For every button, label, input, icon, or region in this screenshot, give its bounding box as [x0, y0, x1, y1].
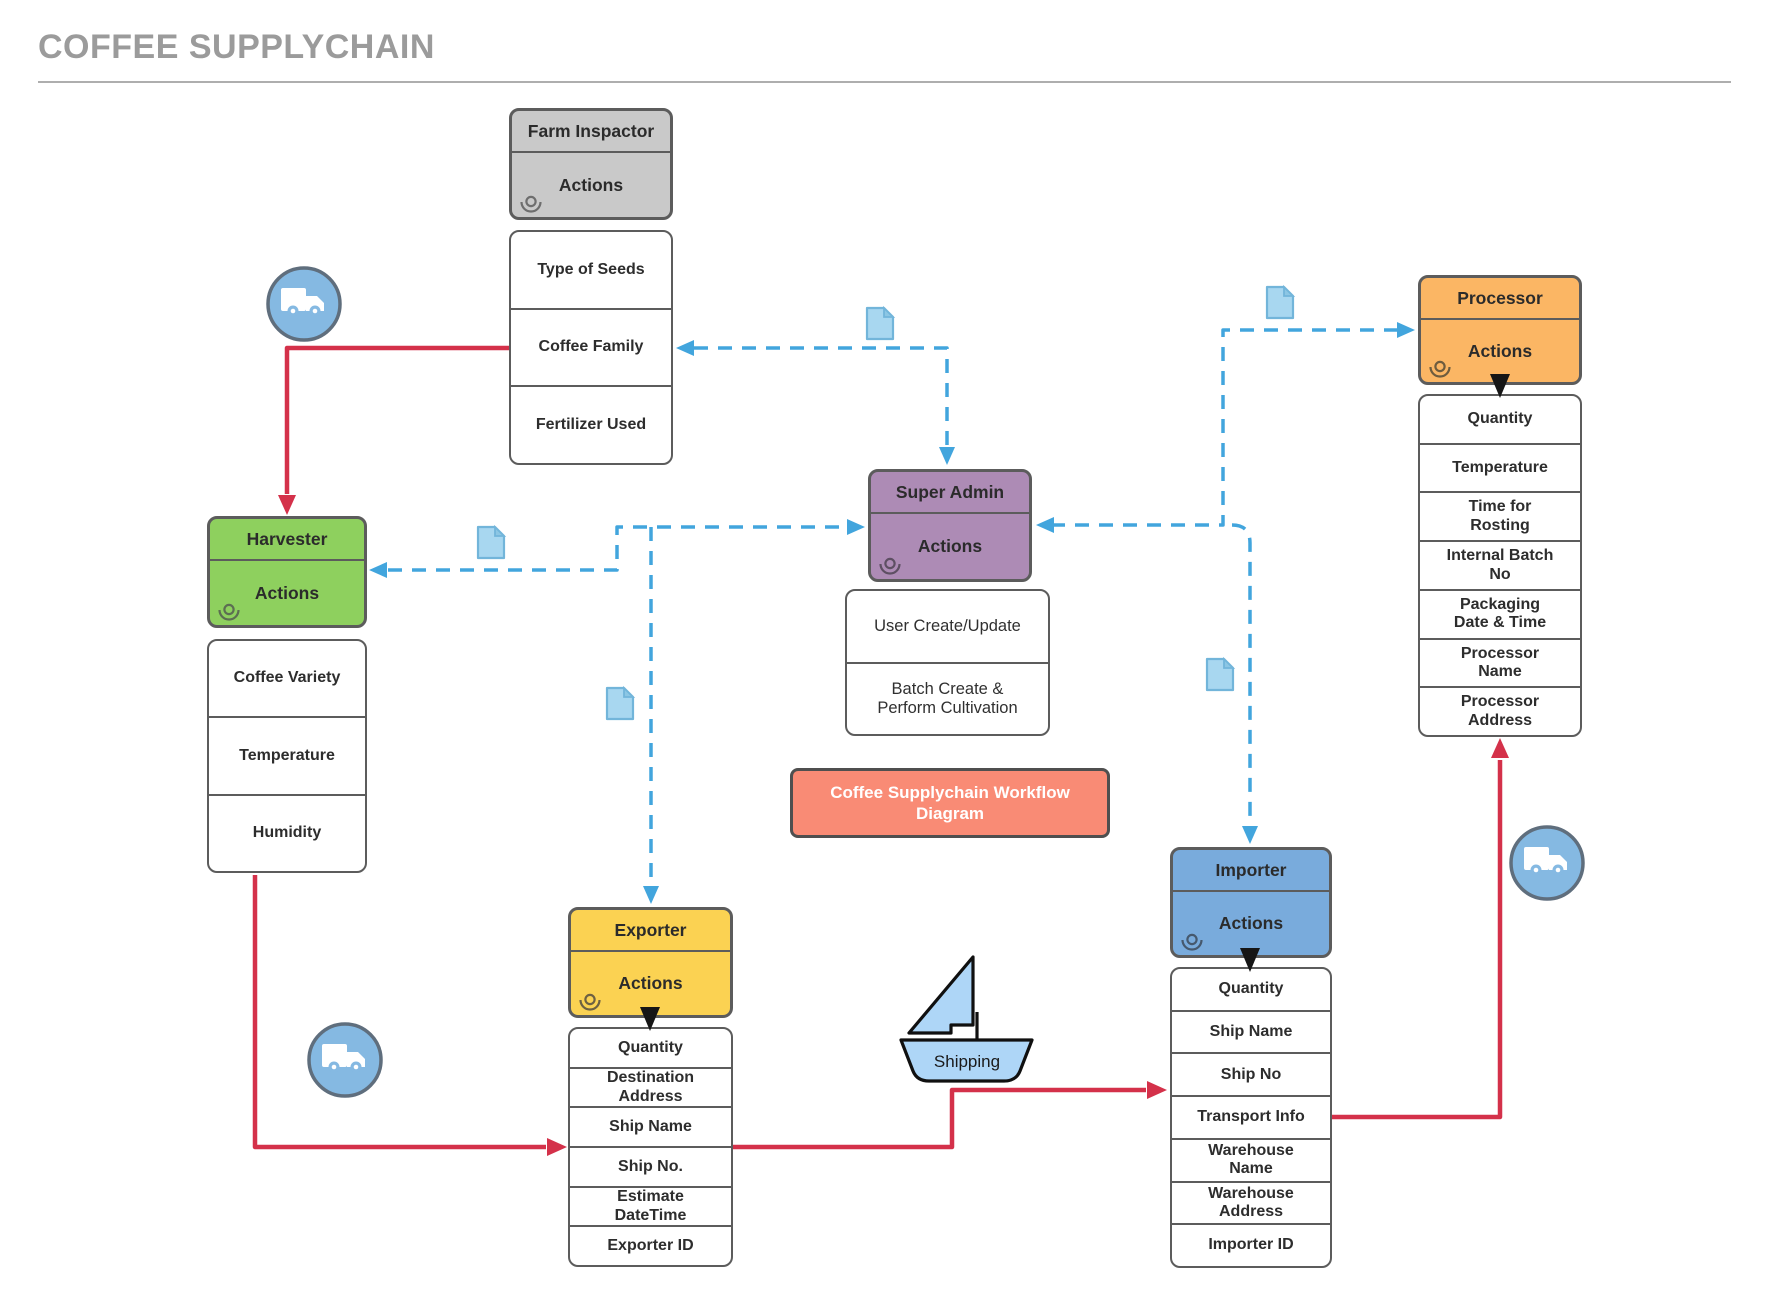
field-row: Quantity: [570, 1029, 731, 1069]
action-eye-icon: [520, 195, 542, 213]
field-row: Importer ID: [1208, 1236, 1294, 1254]
exporter-actions: Actions: [571, 952, 730, 1015]
document-icon: [1205, 656, 1236, 692]
actions-label: Actions: [917, 536, 983, 556]
action-eye-icon: [879, 557, 901, 575]
field-row: Temperature: [1420, 445, 1580, 494]
farm-inspector-title: Farm Inspactor: [512, 111, 670, 153]
processor-box: Processor Actions: [1418, 275, 1582, 385]
field-row: Quantity: [1172, 969, 1330, 1012]
field-row: Transport Info: [1172, 1097, 1330, 1140]
field-row: Processor Address: [1460, 693, 1540, 729]
field-row: Ship Name: [1172, 1012, 1330, 1055]
farm-inspector-actions: Actions: [512, 153, 670, 217]
field-row: Time for Rosting: [1420, 493, 1580, 543]
actions-label: Actions: [618, 973, 683, 993]
super-admin-actions: Actions: [871, 514, 1029, 579]
workflow-title-box: Coffee Supplychain Workflow Diagram: [790, 768, 1110, 838]
importer-actions: Actions: [1173, 892, 1329, 955]
field-row: Warehouse Name: [1172, 1140, 1330, 1183]
harvester-box: Harvester Actions: [207, 516, 367, 628]
super-admin-box: Super Admin Actions: [868, 469, 1032, 582]
shipping-label: Shipping: [934, 1052, 1000, 1071]
truck-icon: [266, 266, 342, 342]
processor-actions: Actions: [1421, 320, 1579, 382]
field-row: Ship Name: [570, 1108, 731, 1149]
field-row: Ship No: [1172, 1054, 1330, 1098]
exporter-fields: Quantity Destination Address Ship Name S…: [568, 1027, 733, 1267]
field-row: Ship No.: [570, 1148, 731, 1188]
field-row: Fertilizer Used: [535, 415, 647, 433]
action-eye-icon: [1429, 360, 1451, 378]
processor-title: Processor: [1421, 278, 1579, 320]
harvester-actions: Actions: [210, 561, 364, 625]
farm-inspector-fields: Type of Seeds Coffee Family Fertilizer U…: [509, 230, 673, 465]
field-row: Estimate DateTime: [570, 1188, 731, 1228]
document-icon: [476, 524, 507, 560]
black-link-arrows: [640, 374, 1510, 1031]
processor-fields: Quantity Temperature Time for Rosting In…: [1418, 394, 1582, 737]
harvester-title: Harvester: [210, 519, 364, 561]
actions-label: Actions: [558, 174, 624, 195]
field-row: Internal Batch No: [1420, 542, 1580, 591]
field-row: Temperature: [209, 718, 365, 796]
field-row: Processor Name: [1420, 640, 1580, 689]
field-row: Quantity: [1420, 396, 1580, 445]
field-row: Humidity: [252, 824, 322, 842]
truck-icon: [1509, 825, 1585, 901]
document-icon: [605, 685, 636, 721]
field-row: Exporter ID: [607, 1237, 694, 1254]
page-title: COFFEE SUPPLYCHAIN: [38, 28, 435, 66]
truck-icon: [307, 1022, 383, 1098]
actions-label: Actions: [1467, 340, 1533, 361]
importer-box: Importer Actions: [1170, 847, 1332, 958]
super-admin-title: Super Admin: [871, 472, 1029, 514]
field-row: Coffee Family: [511, 310, 671, 388]
exporter-title: Exporter: [571, 910, 730, 952]
document-icon: [1265, 284, 1296, 320]
title-divider: [38, 81, 1731, 83]
field-row: Batch Create & Perform Cultivation: [877, 679, 1018, 717]
field-row: Packaging Date & Time: [1420, 591, 1580, 640]
action-eye-icon: [579, 993, 601, 1011]
actions-label: Actions: [254, 582, 320, 603]
field-row: Type of Seeds: [511, 232, 671, 310]
field-row: Destination Address: [570, 1069, 731, 1109]
field-row: User Create/Update: [847, 591, 1048, 664]
super-admin-fields: User Create/Update Batch Create & Perfor…: [845, 589, 1050, 736]
field-row: Coffee Variety: [209, 641, 365, 719]
ship-icon: Shipping: [899, 955, 1034, 1083]
action-eye-icon: [1181, 933, 1203, 951]
field-row: Warehouse Address: [1172, 1183, 1330, 1226]
farm-inspector-box: Farm Inspactor Actions: [509, 108, 673, 220]
harvester-fields: Coffee Variety Temperature Humidity: [207, 639, 367, 873]
actions-label: Actions: [1218, 913, 1284, 933]
importer-fields: Quantity Ship Name Ship No Transport Inf…: [1170, 967, 1332, 1268]
action-eye-icon: [218, 603, 240, 621]
importer-title: Importer: [1173, 850, 1329, 892]
exporter-box: Exporter Actions: [568, 907, 733, 1018]
document-icon: [865, 305, 896, 341]
